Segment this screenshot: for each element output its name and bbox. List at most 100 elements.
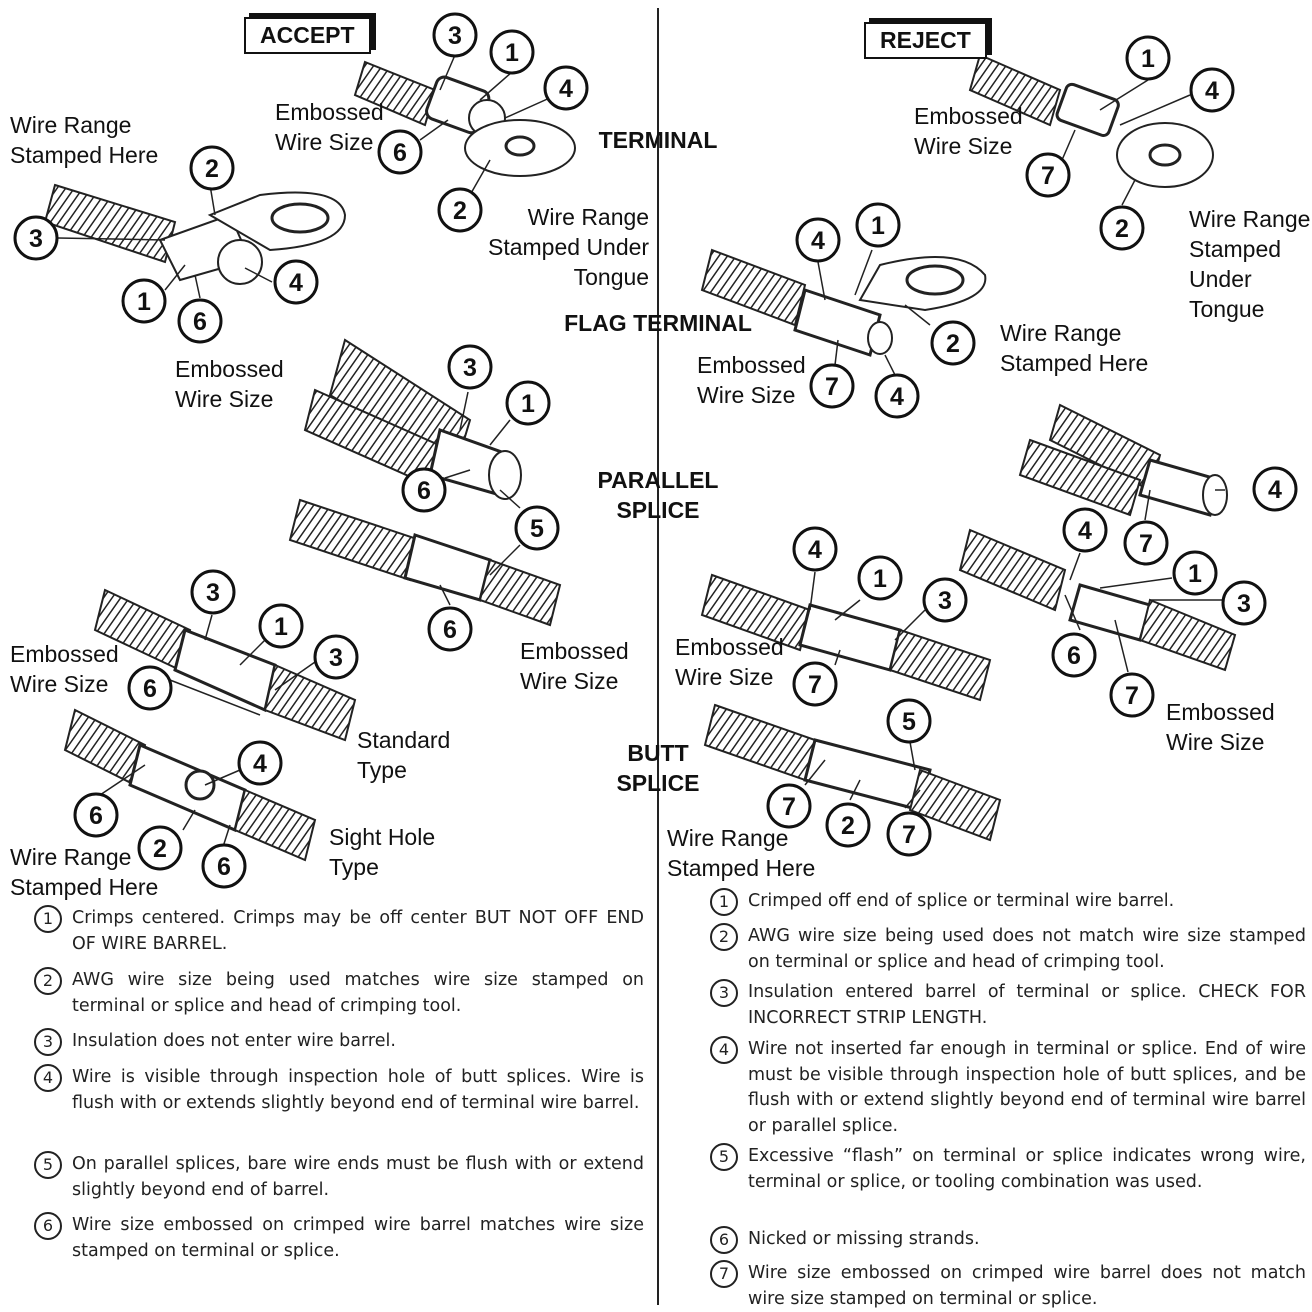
callout-number: 1 <box>1141 45 1155 73</box>
callout-circle <box>825 802 871 848</box>
callout-circle <box>1252 466 1298 512</box>
callout-number: 4 <box>1205 77 1219 105</box>
callout-number: 3 <box>329 644 343 672</box>
label-wire-range-stamped-under-tongue: Wire Range Stamped Under Tongue <box>488 204 650 290</box>
callout-circle <box>766 783 812 829</box>
note-number: 6 <box>34 1212 62 1240</box>
callout-circle <box>930 320 976 366</box>
callout-circle <box>857 555 903 601</box>
reject-note: 2 AWG wire size being used does not matc… <box>710 923 1306 975</box>
callout-number: 4 <box>808 536 822 564</box>
note-number: 5 <box>710 1143 738 1171</box>
label-embossed-wire-size: Embossed Wire Size <box>675 634 784 690</box>
note-text: Excessive “flash” on terminal or splice … <box>748 1146 1306 1192</box>
accept-note: 6 Wire size embossed on crimped wire bar… <box>34 1212 644 1264</box>
callout-number: 2 <box>1115 215 1129 243</box>
callout-circle <box>432 12 478 58</box>
callout-circle <box>1172 550 1218 596</box>
callout-circle <box>190 569 236 615</box>
section-terminal: TERMINAL <box>598 127 718 153</box>
callout-number: 7 <box>782 793 796 821</box>
callout-circle <box>489 29 535 75</box>
note-text: Crimped off end of splice or terminal wi… <box>748 891 1175 911</box>
callout-circle <box>427 606 473 652</box>
note-number: 3 <box>710 979 738 1007</box>
callout-circle <box>874 373 920 419</box>
callout-number: 4 <box>289 269 303 297</box>
callout-number: 6 <box>143 675 157 703</box>
reject-note: 5 Excessive “flash” on terminal or splic… <box>710 1143 1306 1195</box>
callout-circle <box>505 380 551 426</box>
callout-number: 2 <box>946 330 960 358</box>
callout-circle <box>177 298 223 344</box>
reject-note: 7 Wire size embossed on crimped wire bar… <box>710 1260 1306 1312</box>
note-text: Nicked or missing strands. <box>748 1229 980 1249</box>
callout-number: 6 <box>193 308 207 336</box>
callout-circle <box>886 811 932 857</box>
callout-circle <box>237 740 283 786</box>
callout-number: 1 <box>1188 560 1202 588</box>
callout-circle <box>922 577 968 623</box>
section-flag-terminal: FLAG TERMINAL <box>564 310 752 336</box>
note-number: 7 <box>710 1260 738 1288</box>
callout-number: 5 <box>530 515 544 543</box>
callout-circle <box>1125 35 1171 81</box>
accept-parallel-splice-drawing <box>288 338 562 627</box>
accept-note: 3 Insulation does not enter wire barrel. <box>34 1028 644 1056</box>
note-number: 4 <box>710 1036 738 1064</box>
note-text: On parallel splices, bare wire ends must… <box>72 1154 644 1200</box>
callout-number: 1 <box>274 613 288 641</box>
reject-butt-splice-drawing <box>700 573 1002 842</box>
note-text: Wire is visible through inspection hole … <box>72 1067 644 1113</box>
callout-number: 7 <box>1041 162 1055 190</box>
note-number: 1 <box>710 888 738 916</box>
label-wire-range-stamped-here: Wire Range Stamped Here <box>667 825 816 881</box>
note-text: Wire size embossed on crimped wire barre… <box>748 1263 1306 1309</box>
callout-circle <box>795 217 841 263</box>
callout-circle <box>201 843 247 889</box>
accept-note: 4 Wire is visible through inspection hol… <box>34 1064 644 1116</box>
callout-number: 3 <box>938 587 952 615</box>
callout-circle <box>1025 152 1071 198</box>
callout-circle <box>514 505 560 551</box>
callout-circle <box>1221 580 1267 626</box>
reject-terminal-drawing <box>968 53 1214 188</box>
callout-circle <box>792 526 838 572</box>
accept-badge: ACCEPT <box>244 17 371 54</box>
callout-circle <box>73 792 119 838</box>
label-embossed-wire-size: Embossed Wire Size <box>1166 699 1275 755</box>
note-text: Insulation does not enter wire barrel. <box>72 1031 396 1051</box>
note-number: 5 <box>34 1151 62 1179</box>
label-embossed-wire-size: Embossed Wire Size <box>697 352 806 408</box>
note-number: 2 <box>34 967 62 995</box>
callout-circle <box>809 363 855 409</box>
callout-number: 6 <box>393 139 407 167</box>
note-number: 4 <box>34 1064 62 1092</box>
reject-note: 6 Nicked or missing strands. <box>710 1226 1306 1254</box>
accept-butt-splice-drawing <box>63 588 357 862</box>
note-number: 2 <box>710 923 738 951</box>
callout-number: 3 <box>206 579 220 607</box>
note-number: 6 <box>710 1226 738 1254</box>
callout-circle <box>13 215 59 261</box>
reject-flag-terminal-drawing <box>700 248 987 357</box>
callout-number: 4 <box>559 75 573 103</box>
note-text: Insulation entered barrel of terminal or… <box>748 982 1306 1028</box>
callout-circle <box>1109 672 1155 718</box>
callout-circle <box>189 145 235 191</box>
callout-number: 4 <box>890 383 904 411</box>
callout-circle <box>437 187 483 233</box>
callout-number: 1 <box>871 212 885 240</box>
label-sight-hole-type: Sight Hole Type <box>329 824 436 880</box>
callout-circle <box>401 467 447 513</box>
reject-badge: REJECT <box>864 22 987 59</box>
accept-terminal-drawing <box>353 60 576 177</box>
callout-circle <box>127 665 173 711</box>
callout-number: 6 <box>417 477 431 505</box>
note-number: 3 <box>34 1028 62 1056</box>
callout-number: 3 <box>463 354 477 382</box>
accept-note: 2 AWG wire size being used matches wire … <box>34 967 644 1019</box>
callout-circle <box>1189 67 1235 113</box>
